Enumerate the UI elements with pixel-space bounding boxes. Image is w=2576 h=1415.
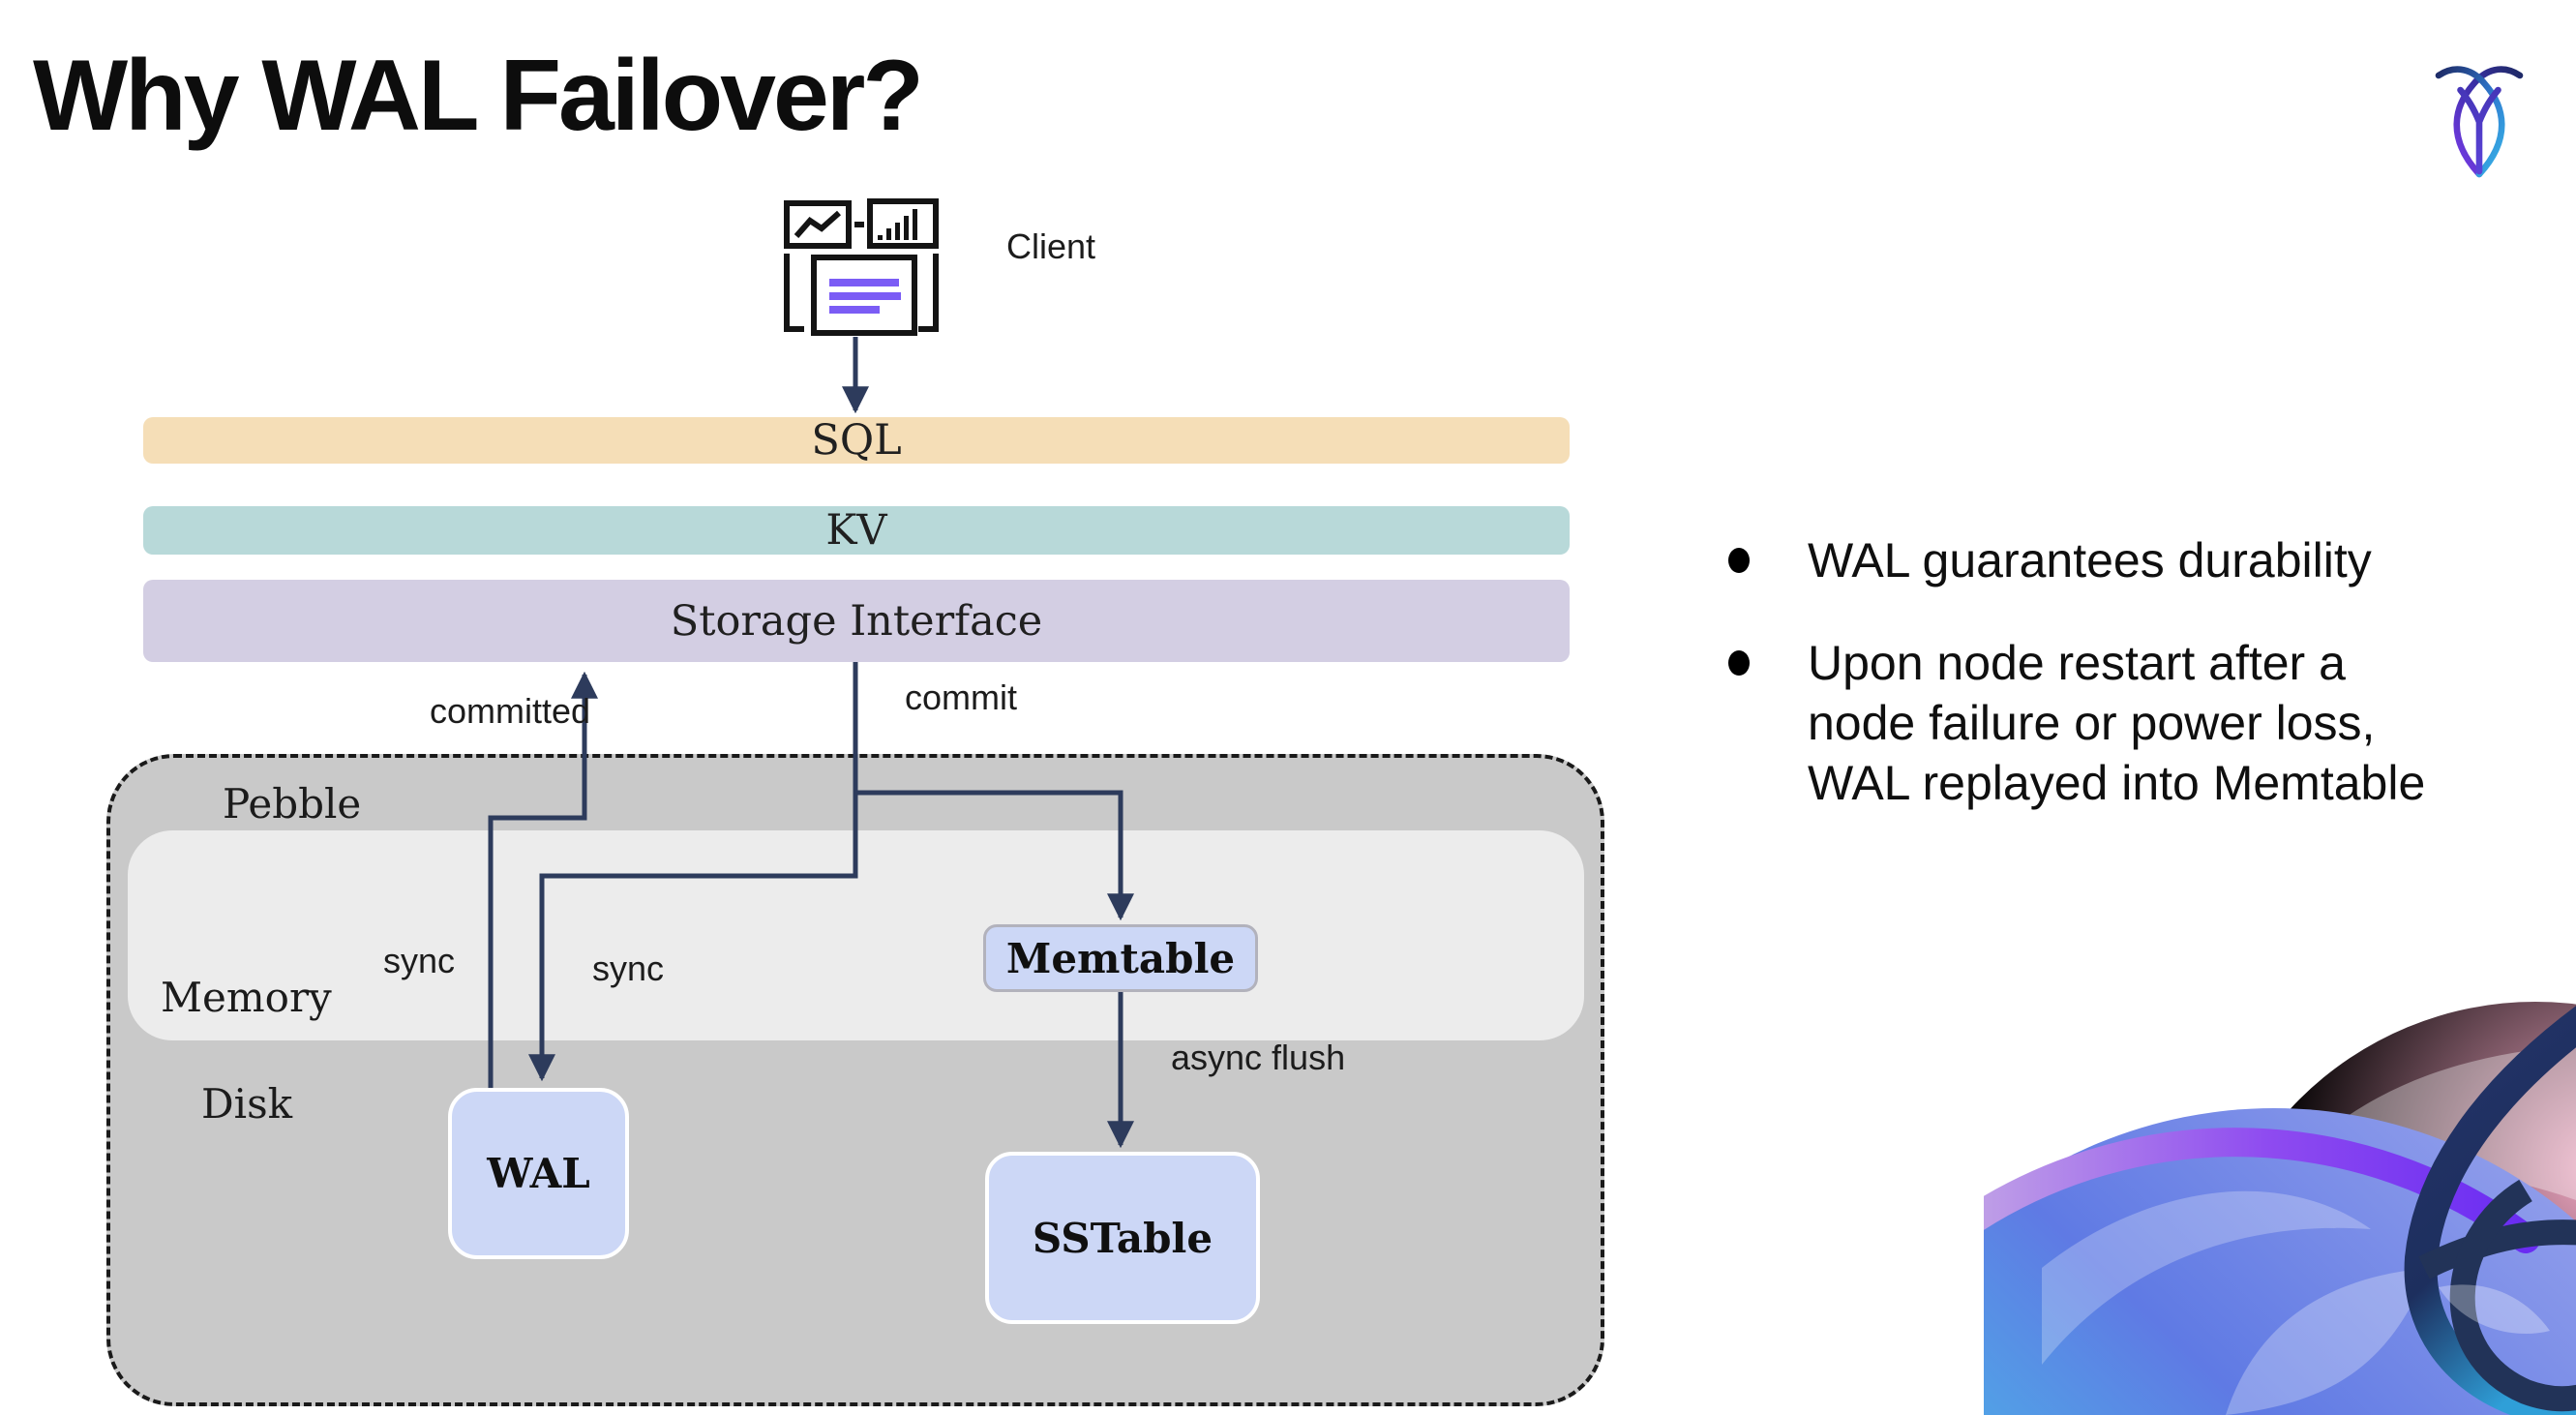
bullet-line: WAL replayed into Memtable (1808, 756, 2426, 810)
committed-label: committed (430, 691, 591, 731)
committed-arrow (488, 671, 598, 1088)
sync-right-label: sync (592, 948, 665, 988)
brand-leaf-vein (2449, 1179, 2576, 1412)
bullet-text: WAL guarantees durability (1808, 533, 2372, 587)
memtable-node: Memtable (983, 924, 1258, 992)
layer-bar-sql: SQL (143, 416, 1570, 465)
commit-sync-to-wal-arrow (528, 662, 858, 1082)
memtable-node-label: Memtable (1005, 934, 1236, 982)
sstable-node-label: SSTable (1032, 1214, 1213, 1262)
commit-to-memtable-arrow (855, 790, 1134, 921)
bullet-line: Upon node restart after a (1808, 636, 2346, 690)
sync-left-label: sync (383, 941, 456, 980)
async-flush-label: async flush (1171, 1038, 1346, 1077)
wal-node: WAL (448, 1088, 629, 1259)
layer-bar-storage-label: Storage Interface (670, 596, 1043, 646)
commit-label: commit (905, 677, 1017, 717)
bullet-text: Upon node restart after a node failure o… (1808, 633, 2425, 813)
wal-node-label: WAL (487, 1150, 590, 1197)
layer-bar-kv-label: KV (825, 506, 887, 555)
flow-arrows (488, 337, 1134, 1149)
page-title: Why WAL Failover? (33, 40, 924, 152)
memory-label: Memory (161, 974, 332, 1021)
client-workstation-icon (784, 198, 939, 336)
bullet-line: node failure or power loss, (1808, 696, 2376, 750)
sstable-node: SSTable (985, 1152, 1260, 1324)
layer-bar-sql-label: SQL (811, 416, 902, 465)
cockroachdb-brand-art (1984, 1002, 2576, 1415)
bullet-item: Upon node restart after a node failure o… (1728, 633, 2541, 813)
layer-bar-kv: KV (143, 506, 1570, 555)
bullet-dot (1728, 650, 1750, 676)
bullet-list: WAL guarantees durability Upon node rest… (1728, 530, 2541, 856)
pebble-label: Pebble (223, 780, 362, 828)
cockroachdb-logo-icon (2435, 66, 2524, 178)
disk-label: Disk (201, 1080, 293, 1128)
bullet-dot (1728, 548, 1750, 573)
bullet-item: WAL guarantees durability (1728, 530, 2541, 590)
client-label: Client (1006, 226, 1096, 266)
layer-bar-storage-interface: Storage Interface (143, 580, 1570, 662)
